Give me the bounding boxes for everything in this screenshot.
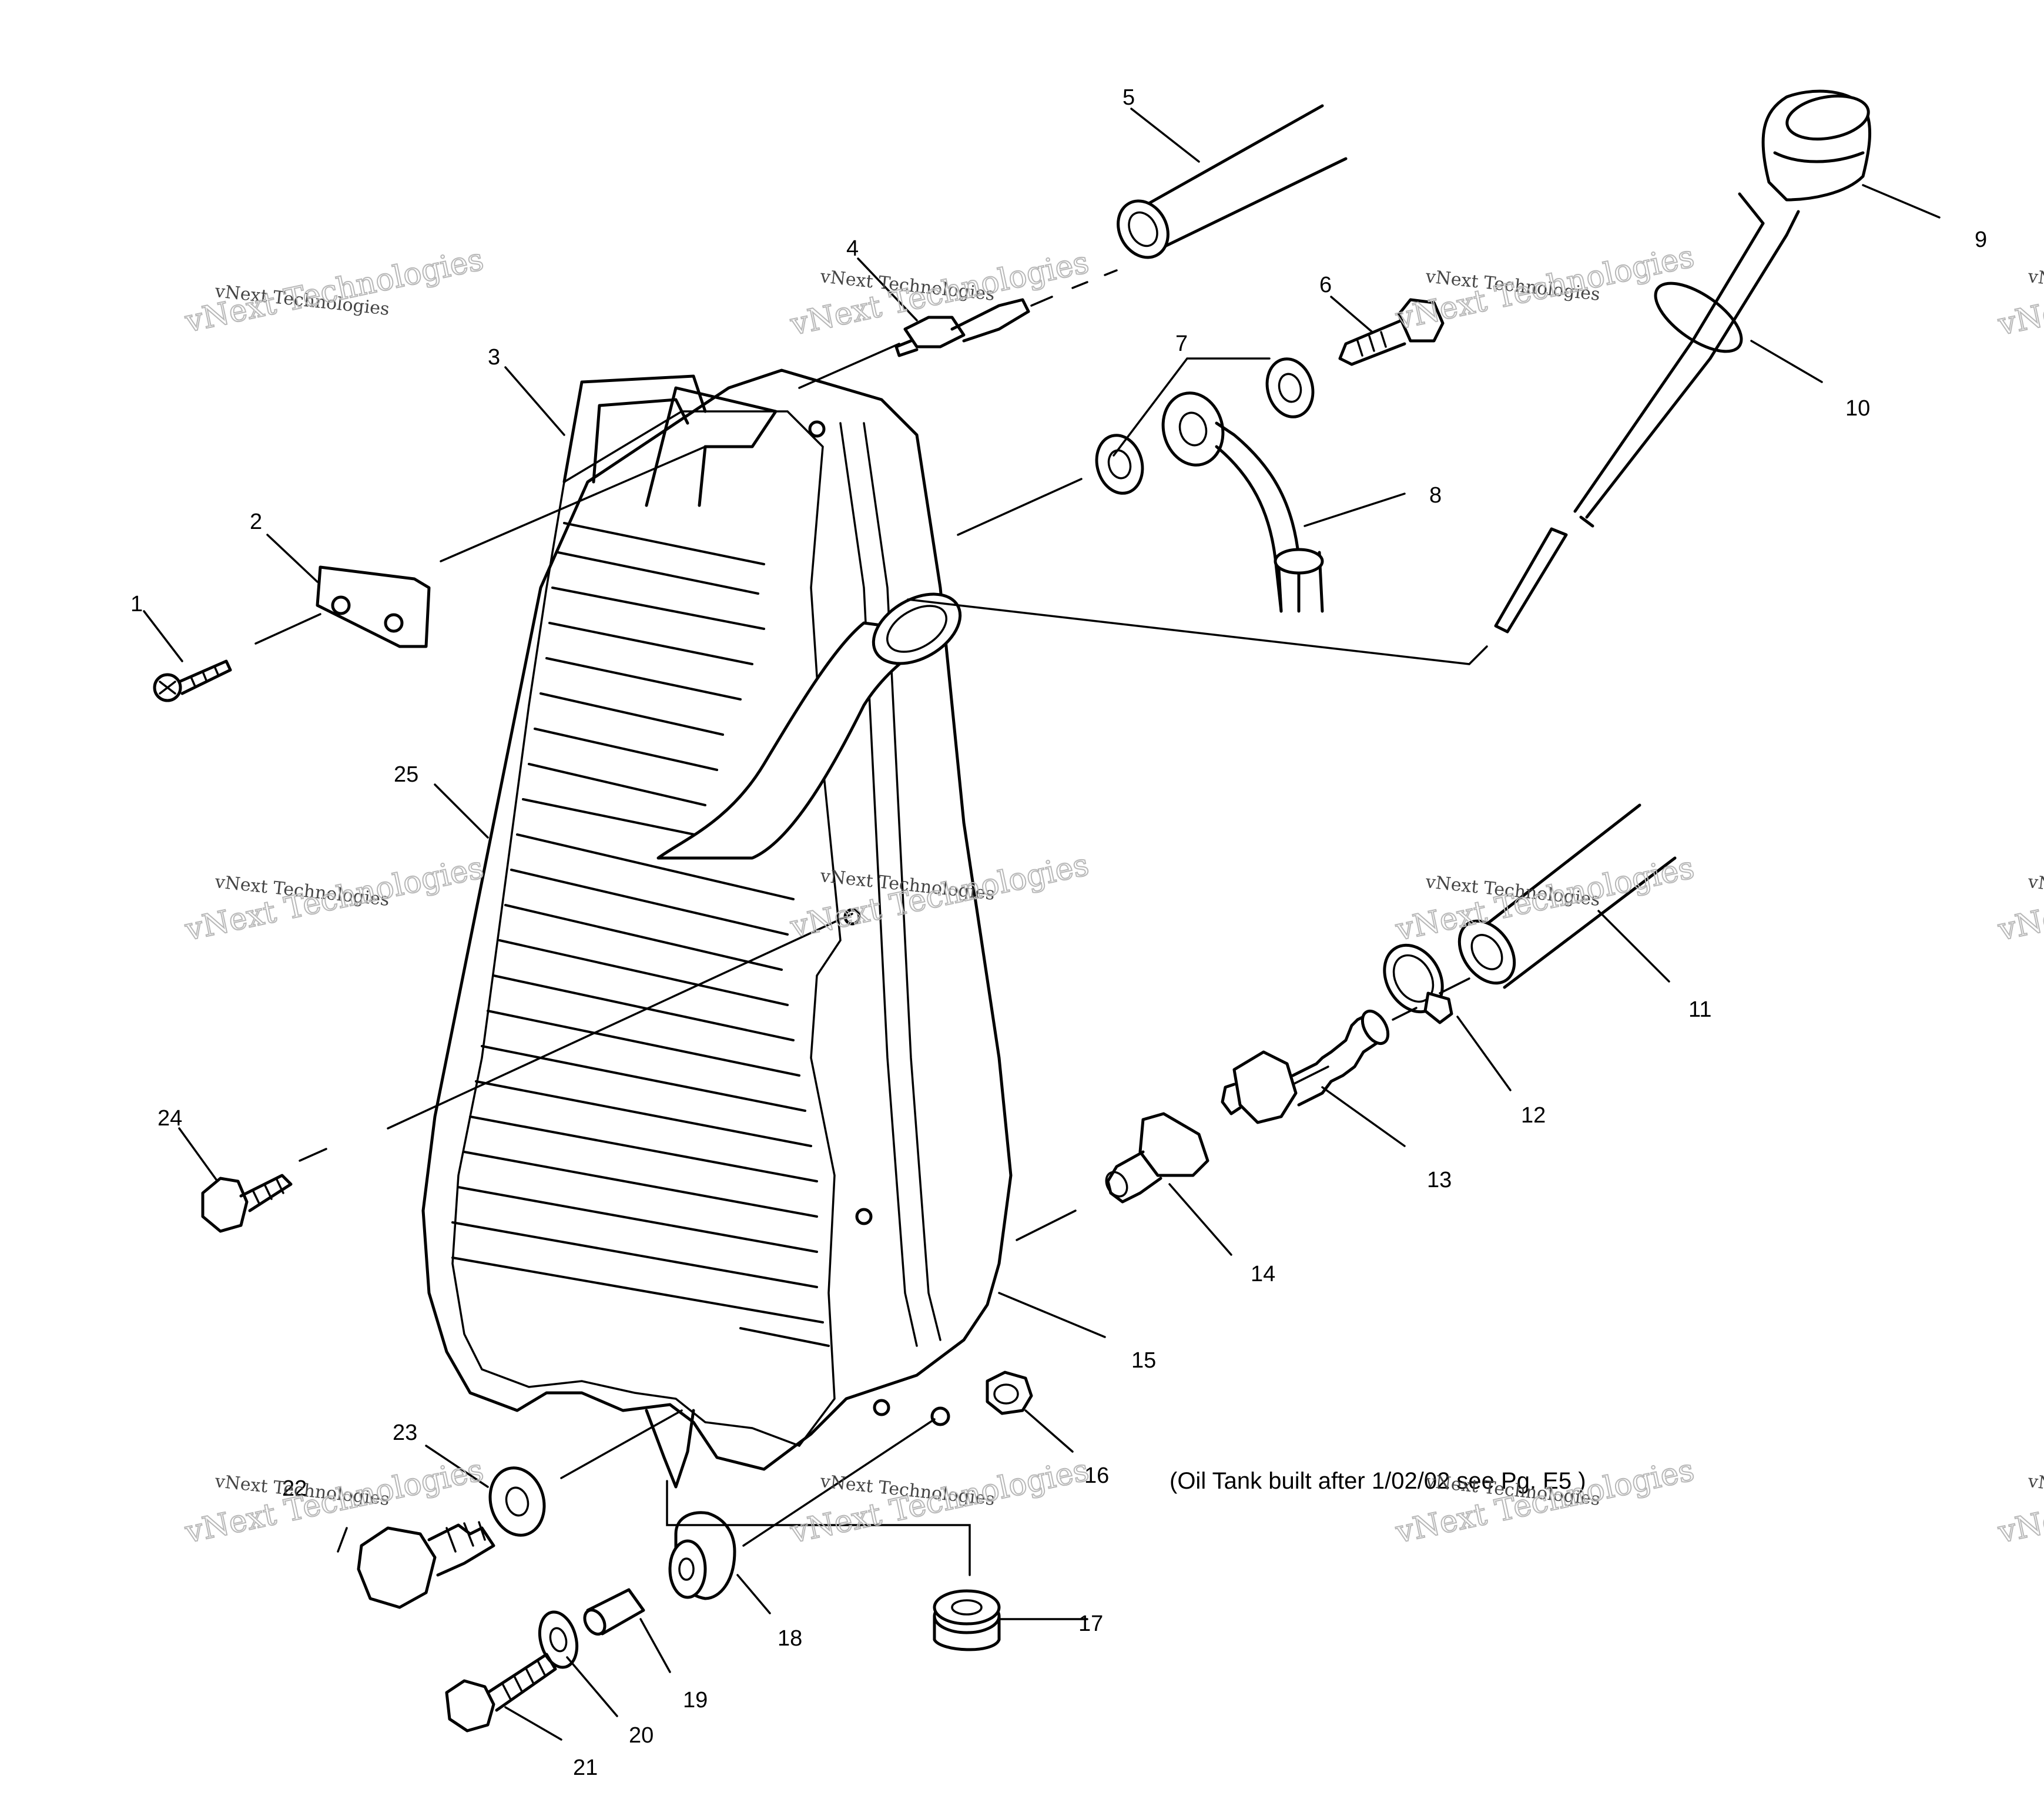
part-24-bolt <box>201 1174 293 1233</box>
watermark-text: vNext Technologies <box>1995 245 2044 343</box>
oil-tank-note: (Oil Tank built after 1/02/02 see Pg. E5… <box>1170 1468 1586 1494</box>
callout-17: 17 <box>1078 1611 1103 1636</box>
callout-11: 11 <box>1688 997 1711 1022</box>
part-1-screw <box>153 659 232 702</box>
part-9-dipstick <box>1494 89 1872 634</box>
part-6-bolt <box>1338 298 1445 366</box>
part-2-bracket <box>316 565 431 648</box>
part-18-bushing <box>668 1511 736 1600</box>
callout-1: 1 <box>130 592 143 616</box>
part-23-washer <box>488 1466 546 1537</box>
watermark-text: vNext Technologies <box>1392 1453 1697 1550</box>
tank-mount-hole <box>873 1399 890 1416</box>
callout-2: 2 <box>250 510 262 534</box>
leader-lines <box>143 108 1941 1741</box>
callout-10: 10 <box>1845 396 1870 421</box>
tank-mount-hole <box>855 1208 873 1225</box>
watermark-text: vNext Technologies <box>182 850 487 948</box>
callout-25: 25 <box>394 762 418 787</box>
callout-numbers: 1 2 3 4 5 6 7 8 9 10 11 12 13 14 15 16 1… <box>130 85 1987 1780</box>
callout-19: 19 <box>683 1688 708 1713</box>
callout-9: 9 <box>1975 227 1987 252</box>
part-17-grommet <box>933 1589 1001 1651</box>
callout-7: 7 <box>1175 331 1188 356</box>
watermark-text: vNext Technologies <box>1995 1453 2044 1550</box>
watermark-text: vNext Technologies <box>182 1453 487 1550</box>
part-21-bolt <box>445 1653 557 1733</box>
watermark-text: vNext Technologies <box>787 1453 1092 1550</box>
part-22-bolt <box>357 1521 495 1609</box>
part-12-hose-clamp <box>1383 943 1453 1024</box>
callout-3: 3 <box>488 345 500 370</box>
callout-16: 16 <box>1084 1463 1109 1488</box>
part-20-washer <box>538 1610 579 1669</box>
oil-tank-body <box>421 368 1013 1489</box>
callout-24: 24 <box>158 1106 182 1131</box>
callout-15: 15 <box>1131 1348 1156 1373</box>
part-5-hose <box>1117 104 1348 259</box>
callout-22: 22 <box>282 1476 307 1501</box>
part-16-nut <box>986 1371 1033 1415</box>
part-10-o-ring <box>1654 282 1743 353</box>
callout-12: 12 <box>1521 1103 1546 1128</box>
callout-14: 14 <box>1251 1262 1275 1286</box>
callout-4: 4 <box>846 236 859 261</box>
tank-mount-hole <box>808 420 826 438</box>
tank-mount-hole <box>930 1406 950 1426</box>
part-7-washers <box>1095 357 1315 495</box>
part-13-barb-fitting <box>1221 1010 1390 1124</box>
tank-ribs <box>451 522 830 1347</box>
watermark-text: vNext Technologies <box>2026 1471 2044 1510</box>
callout-13: 13 <box>1427 1168 1452 1192</box>
watermark-text: vNext Technologies <box>1392 850 1697 948</box>
part-19-spacer <box>583 1588 645 1636</box>
part-14-fitting <box>1105 1112 1209 1204</box>
part-4-fitting <box>894 298 1030 357</box>
callout-20: 20 <box>629 1723 654 1748</box>
callout-21: 21 <box>573 1755 598 1780</box>
assembly-lines <box>254 269 1488 1576</box>
callout-23: 23 <box>393 1420 417 1445</box>
callout-6: 6 <box>1319 273 1332 297</box>
watermark-text: vNext Technologies <box>1995 850 2044 948</box>
callout-18: 18 <box>778 1626 802 1651</box>
part-8-banjo-fitting <box>1161 391 1324 613</box>
filler-neck <box>656 592 962 860</box>
callout-5: 5 <box>1122 85 1135 110</box>
part-11-hose <box>1457 803 1677 989</box>
callout-8: 8 <box>1429 483 1442 508</box>
